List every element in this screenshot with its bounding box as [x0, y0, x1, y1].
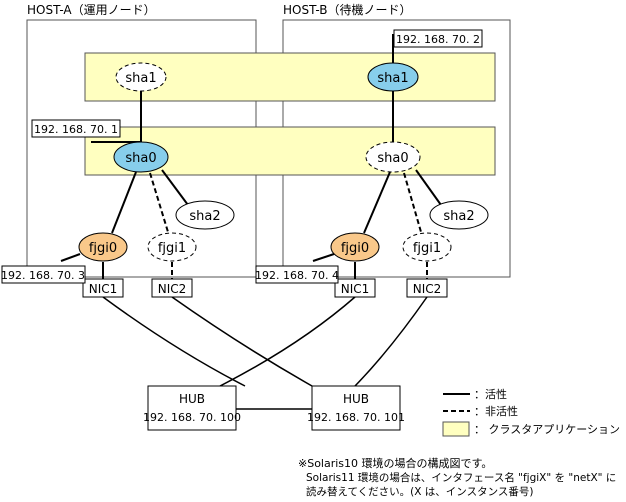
host-a-nic1-label: NIC1: [89, 282, 118, 296]
host-b-fjgi0-label: fjgi0: [341, 241, 369, 256]
note-line-3: 読み替えてください。(X は、インスタンス番号): [306, 485, 533, 498]
host-b-nic1-box: [334, 278, 376, 298]
legend-active-label: ：活性: [474, 387, 507, 401]
host-a-fjgi0-node: [78, 232, 128, 262]
host-b-sha2-node: [429, 200, 489, 230]
hub-left-ip: 192. 168. 70. 100: [143, 411, 241, 424]
ip-box-host-b-sha1: [393, 29, 483, 48]
host-a-title: HOST-A（運用ノード）: [27, 3, 156, 17]
host-b-fjgi0-node: [330, 232, 380, 262]
host-a-fjgi1-label: fjgi1: [158, 241, 186, 256]
host-a-sha2-node: [175, 200, 235, 230]
host-a-nic2-label: NIC2: [158, 282, 187, 296]
host-b-fjgi1-node: [402, 232, 452, 262]
ip-box-host-a-fjgi0: [1, 265, 86, 284]
legend-app-label: ： クラスタアプリケーション: [474, 423, 620, 436]
hub-right-label: HUB: [343, 392, 369, 406]
host-a-sha2-label: sha2: [189, 209, 220, 224]
ip-box-host-a-sha0: [31, 119, 121, 138]
host-a-nic2-box: [151, 278, 193, 298]
host-a-sha0-node: [113, 141, 169, 173]
hub-left-label: HUB: [179, 392, 205, 406]
host-b-title: HOST-B（待機ノード）: [283, 2, 411, 17]
host-b-sha1-node: [367, 62, 419, 92]
ip-label-host-b-fjgi0: 192. 168. 70. 4: [255, 269, 339, 282]
host-a-sha1-node: [115, 62, 167, 92]
host-b-nic2-label: NIC2: [413, 282, 442, 296]
host-a-fjgi1-node: [147, 232, 197, 262]
ip-box-host-b-fjgi0: [255, 265, 339, 284]
hub-right-box: [311, 385, 401, 431]
host-b-fjgi1-label: fjgi1: [413, 241, 441, 256]
legend-app-swatch: [442, 421, 470, 437]
host-a-sha1-label: sha1: [125, 71, 156, 86]
legend-inactive-label: ：非活性: [474, 404, 518, 418]
host-b-sha2-label: sha2: [443, 209, 474, 224]
note-line-2: Solaris11 環境の場合は、インタフェース名 "fjgiX" を "net…: [306, 471, 616, 484]
host-b-sha1-label: sha1: [377, 71, 408, 86]
hub-right-ip: 192. 168. 70. 101: [307, 411, 405, 424]
ip-label-host-b-sha1: 192. 168. 70. 2: [396, 33, 480, 46]
host-b-nic2-box: [406, 278, 448, 298]
note-line-1: ※Solaris10 環境の場合の構成図です。: [298, 456, 492, 470]
host-a-sha0-label: sha0: [125, 151, 156, 166]
host-b-sha0-node: [365, 141, 421, 173]
ip-label-host-a-fjgi0: 192. 168. 70. 3: [1, 269, 85, 282]
ip-label-host-a-sha0: 192. 168. 70. 1: [34, 123, 118, 136]
hub-left-box: [147, 385, 237, 431]
host-a-fjgi0-label: fjgi0: [89, 241, 117, 256]
host-b-nic1-label: NIC1: [341, 282, 370, 296]
host-a-nic1-box: [82, 278, 124, 298]
host-b-sha0-label: sha0: [377, 151, 408, 166]
